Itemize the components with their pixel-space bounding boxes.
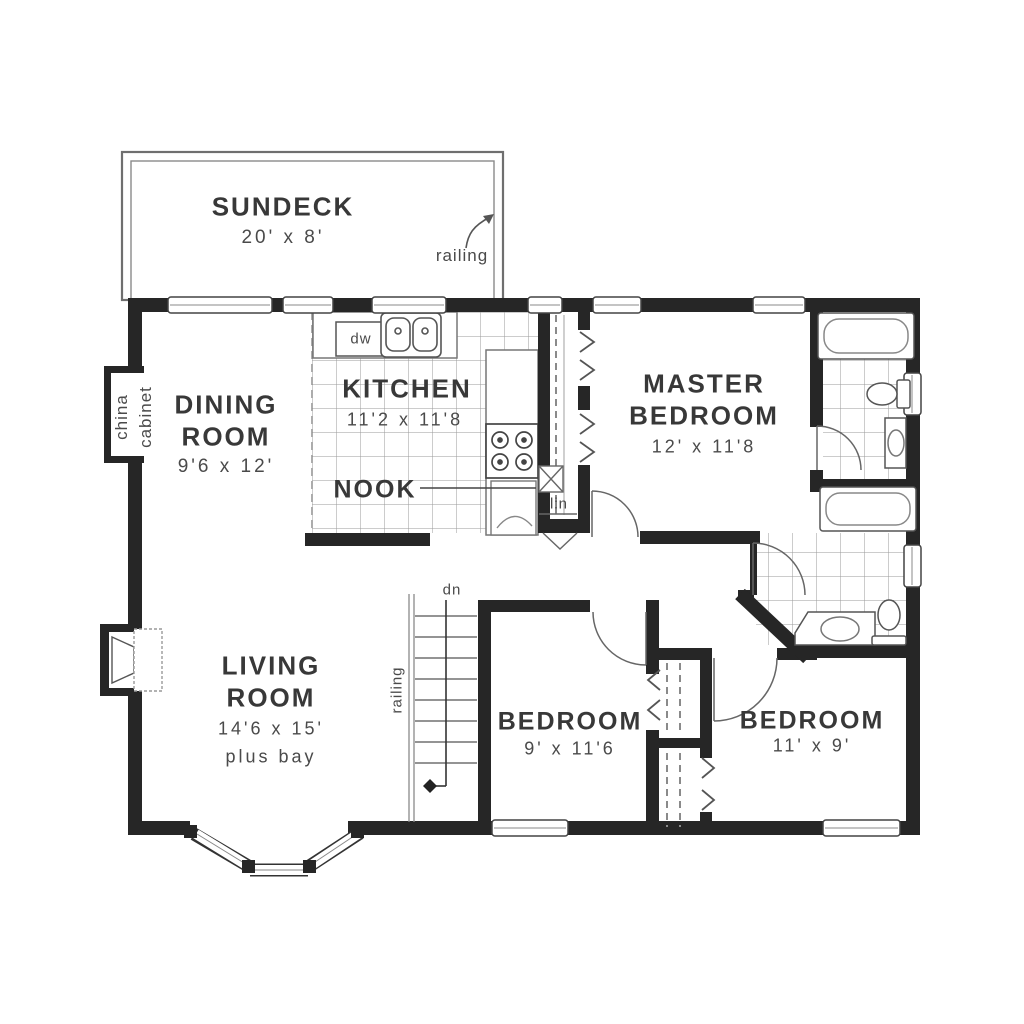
ensuite-vanity-sink-icon	[884, 417, 907, 469]
sundeck-label: SUNDECK	[211, 191, 355, 222]
china-cabinet-label-2: cabinet	[136, 386, 155, 448]
bifold-door-chevrons	[646, 669, 716, 811]
kitchen-dims: 11'2 x 11'8	[346, 409, 464, 430]
bedroom1-dims: 9' x 11'6	[524, 738, 616, 759]
bay-window	[184, 825, 364, 877]
railing-arrow-icon	[465, 214, 494, 249]
dishwasher-icon	[335, 321, 385, 357]
bath-diagonal-wall	[735, 588, 813, 664]
sundeck-railing-label: railing	[435, 246, 489, 265]
linen-label: lin	[549, 495, 569, 513]
dining-room-label-1: DINING	[174, 389, 278, 420]
bedroom2-door-arc	[713, 657, 778, 722]
stairs-railing-label: railing	[388, 666, 406, 714]
main-toilet-icon	[871, 599, 907, 646]
bedroom1-door-arc	[592, 611, 647, 666]
main-bathtub-icon	[819, 486, 917, 532]
master-door-arc	[591, 490, 639, 538]
master-bedroom-label-2: BEDROOM	[629, 400, 779, 431]
dining-room-label-2: ROOM	[181, 421, 271, 452]
linen-closet	[538, 465, 578, 550]
main-vanity-sink-icon	[794, 611, 876, 646]
stair-direction-arrow	[423, 600, 447, 793]
bedroom2-dims: 11' x 9'	[772, 735, 852, 756]
windows	[167, 296, 922, 837]
bedroom2-label: BEDROOM	[739, 706, 885, 735]
china-cabinet-label-1: china	[112, 394, 131, 440]
kitchen-label: KITCHEN	[342, 373, 472, 404]
stairs-dn-label: dn	[442, 581, 462, 599]
kitchen-sink-icon	[380, 312, 442, 358]
ensuite-bathtub-icon	[817, 312, 915, 360]
stove-icon	[485, 423, 539, 479]
ensuite-door-arc	[816, 425, 862, 471]
bifold-door-chevrons	[579, 331, 596, 463]
ensuite-toilet-icon	[866, 379, 911, 409]
door-swings	[591, 425, 862, 722]
nook-label: NOOK	[333, 475, 417, 504]
bedroom-closets	[646, 663, 716, 827]
fireplace-icon	[100, 624, 163, 696]
living-room-dims-2: plus bay	[225, 746, 317, 767]
staircase	[408, 594, 477, 822]
living-room-dims: 14'6 x 15'	[218, 718, 324, 739]
linen-door-swing	[542, 532, 578, 550]
dishwasher-label: dw	[350, 330, 372, 348]
sundeck-dims: 20' x 8'	[241, 227, 325, 248]
master-closet	[555, 315, 596, 515]
living-room-label-1: LIVING	[221, 650, 321, 681]
kitchen-base-cabinet	[490, 480, 537, 536]
dining-room-dims: 9'6 x 12'	[177, 456, 275, 477]
living-room-label-2: ROOM	[226, 682, 316, 713]
master-bedroom-dims: 12' x 11'8	[651, 436, 757, 457]
main-bath-door-arc	[752, 542, 806, 596]
sundeck-outline	[120, 150, 505, 302]
master-bedroom-label-1: MASTER	[643, 368, 765, 399]
bedroom1-label: BEDROOM	[497, 707, 643, 736]
